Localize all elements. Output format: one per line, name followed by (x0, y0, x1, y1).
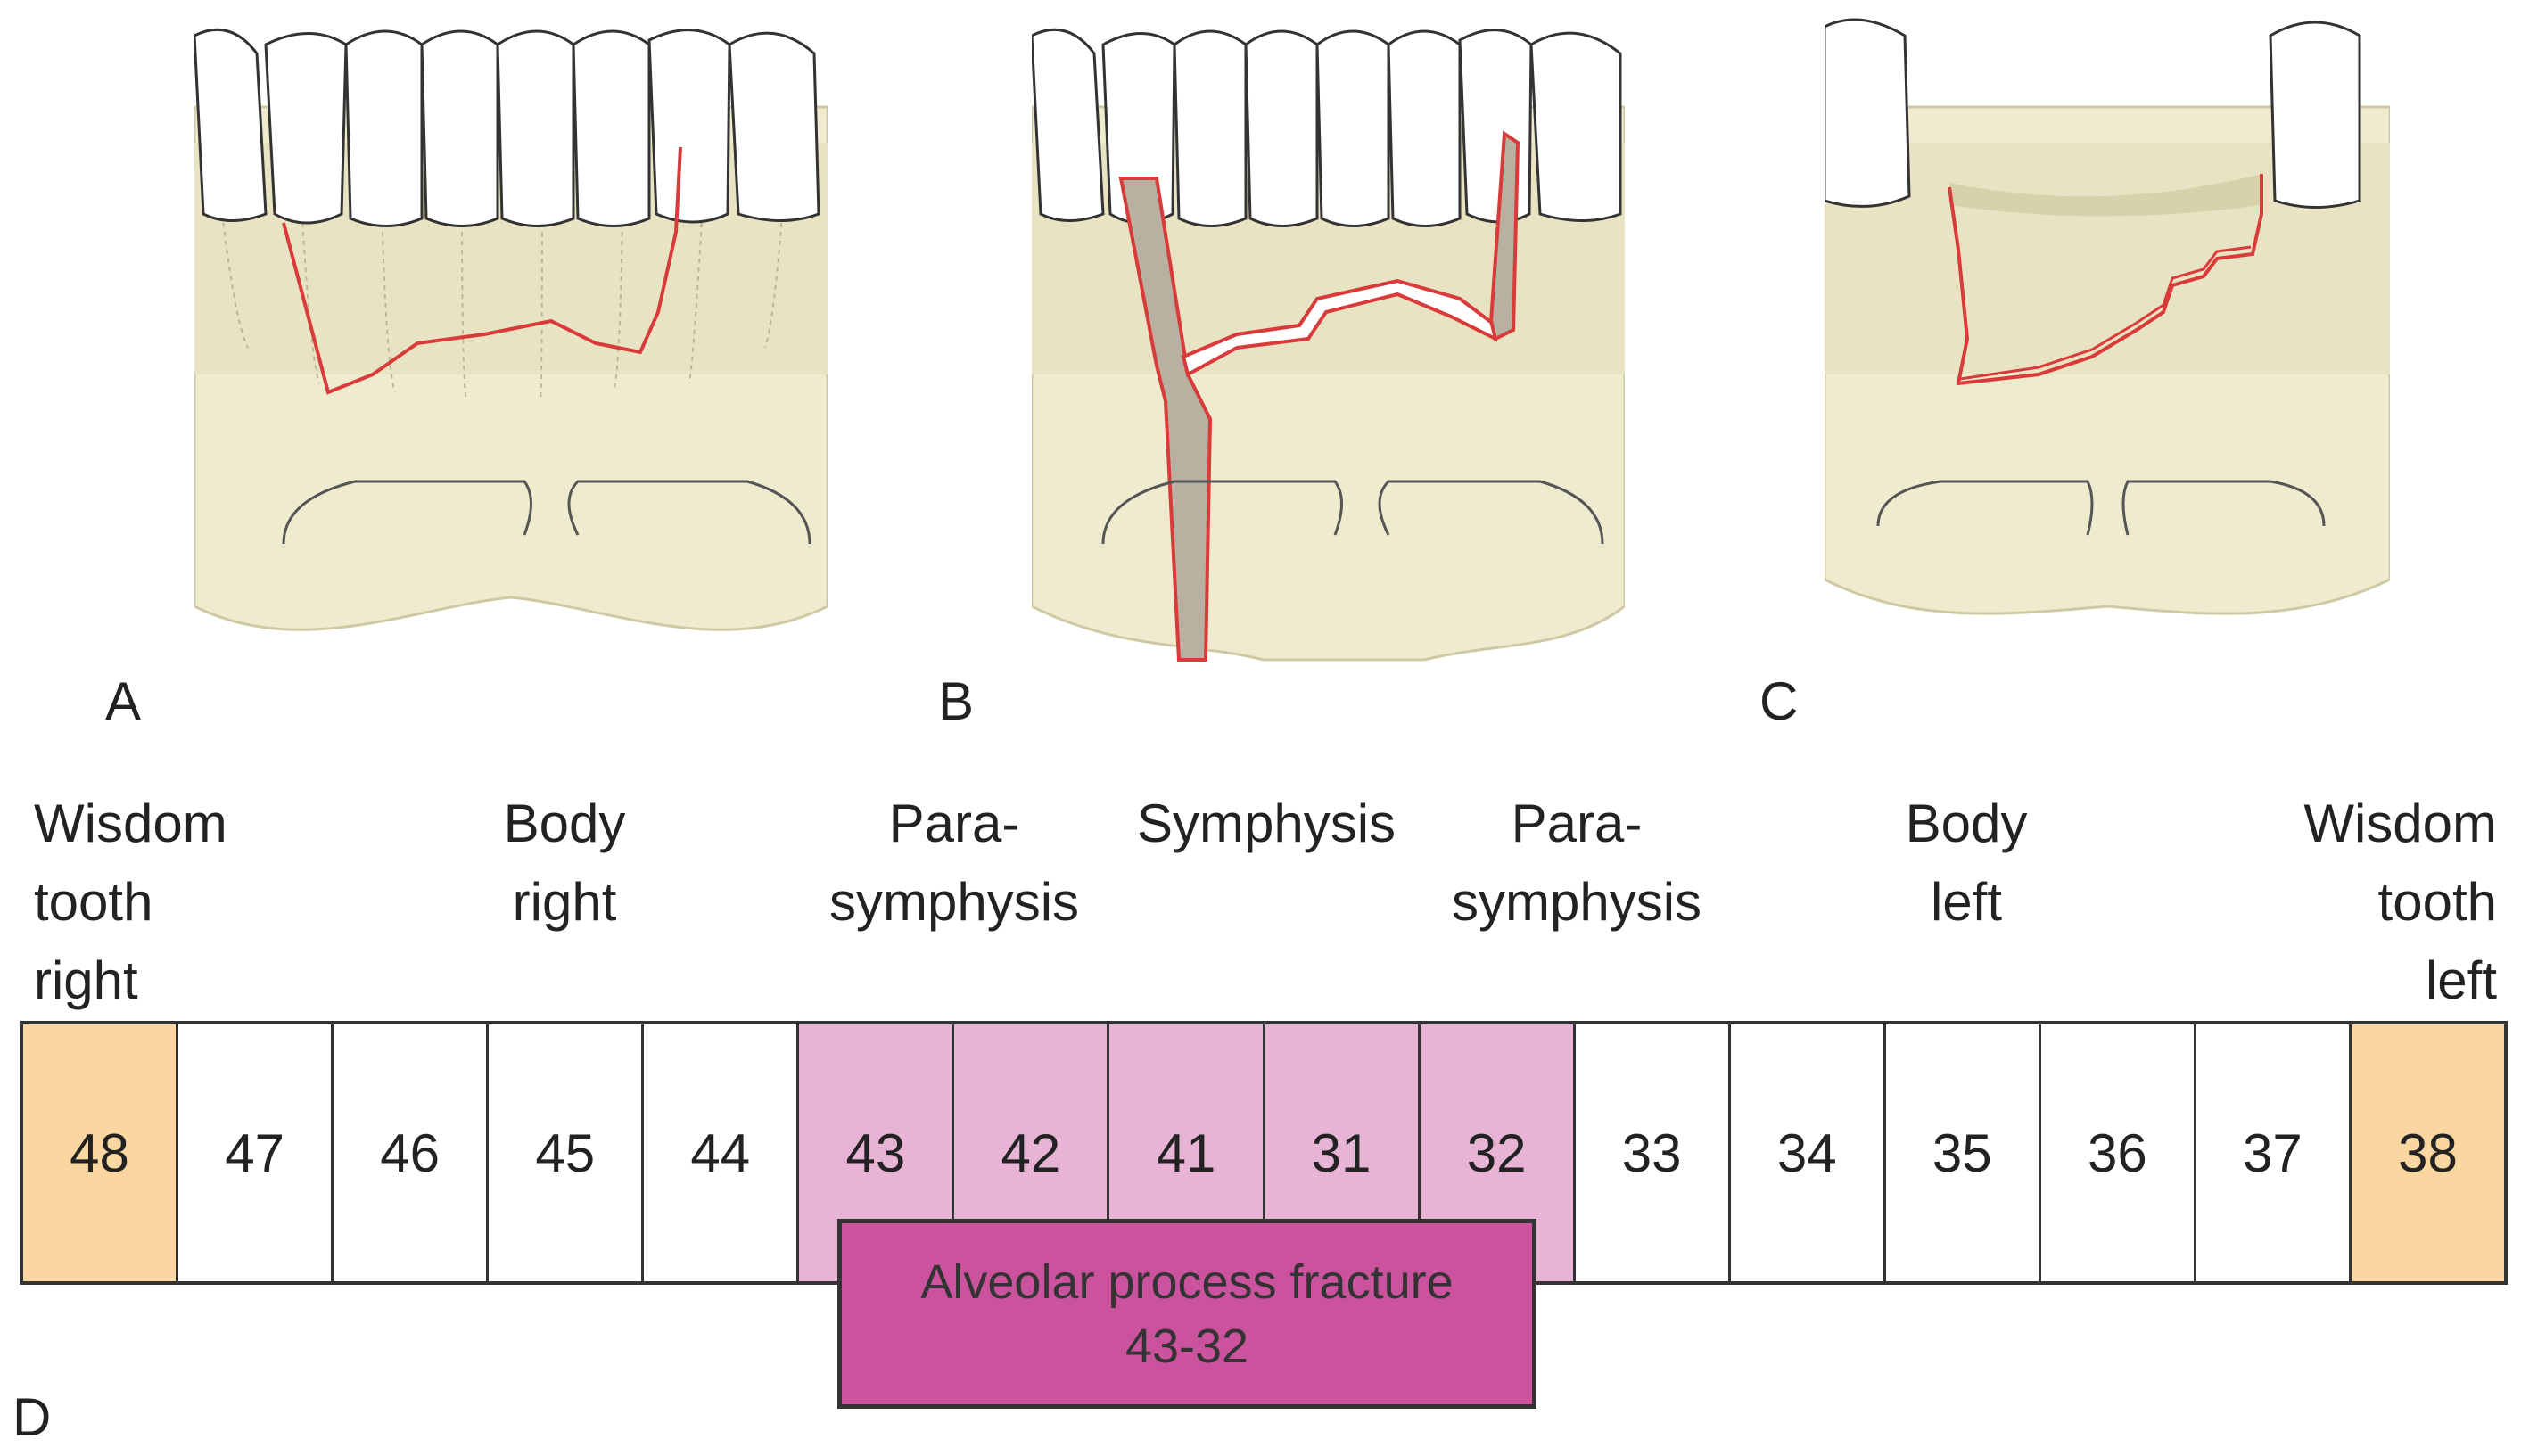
fracture-outline (1948, 174, 2263, 386)
fracture-outline-inner (1959, 245, 2252, 381)
teeth-crowns (194, 28, 820, 227)
tooth-cell-34: 34 (1730, 1024, 1886, 1281)
panel-c-illustration (1825, 18, 2390, 615)
tooth-cell-36: 36 (2040, 1024, 2196, 1281)
tooth-cell-48: 48 (23, 1024, 179, 1281)
panel-b-illustration (1032, 28, 1625, 662)
panel-label-d: D (12, 1387, 52, 1447)
tooth-cell-47: 47 (178, 1024, 334, 1281)
exposed-alveolar-ridge (1949, 174, 2261, 217)
tooth-cell-38: 38 (2351, 1024, 2504, 1281)
tooth-cell-46: 46 (334, 1024, 490, 1281)
root-outlines (220, 204, 784, 402)
region-label-body-right: Body right (503, 794, 626, 932)
chin-contour (282, 480, 811, 545)
panel-label-a: A (105, 671, 142, 731)
callout-line-2: 43-32 (1125, 1319, 1249, 1373)
panel-a-illustration (194, 28, 828, 631)
region-label-parasymphysis-left: Para- symphysis (1451, 794, 1702, 932)
alveolar-fracture-callout: Alveolar process fracture 43-32 (837, 1219, 1536, 1409)
panel-label-b: B (938, 671, 975, 731)
panel-label-c: C (1759, 671, 1799, 731)
tooth-cell-44: 44 (644, 1024, 800, 1281)
remaining-teeth (1825, 18, 2361, 209)
tooth-cell-37: 37 (2196, 1024, 2352, 1281)
chin-contour (1876, 480, 2326, 536)
chin-contour (1101, 480, 1604, 545)
region-label-wisdom-left: Wisdom tooth left (2303, 794, 2497, 1010)
tooth-cell-35: 35 (1885, 1024, 2041, 1281)
region-label-wisdom-right: Wisdom tooth right (34, 794, 227, 1010)
region-label-parasymphysis-right: Para- symphysis (828, 794, 1080, 932)
callout-line-1: Alveolar process fracture (920, 1254, 1454, 1309)
tooth-cell-45: 45 (489, 1024, 645, 1281)
teeth-crowns (1032, 28, 1622, 227)
region-label-body-left: Body left (1905, 794, 2028, 932)
region-label-symphysis: Symphysis (1136, 794, 1396, 853)
tooth-cell-33: 33 (1575, 1024, 1731, 1281)
fracture-gap-vertical (1118, 177, 1213, 662)
fracture-line (282, 146, 682, 395)
fracture-gap-right (1488, 130, 1520, 341)
